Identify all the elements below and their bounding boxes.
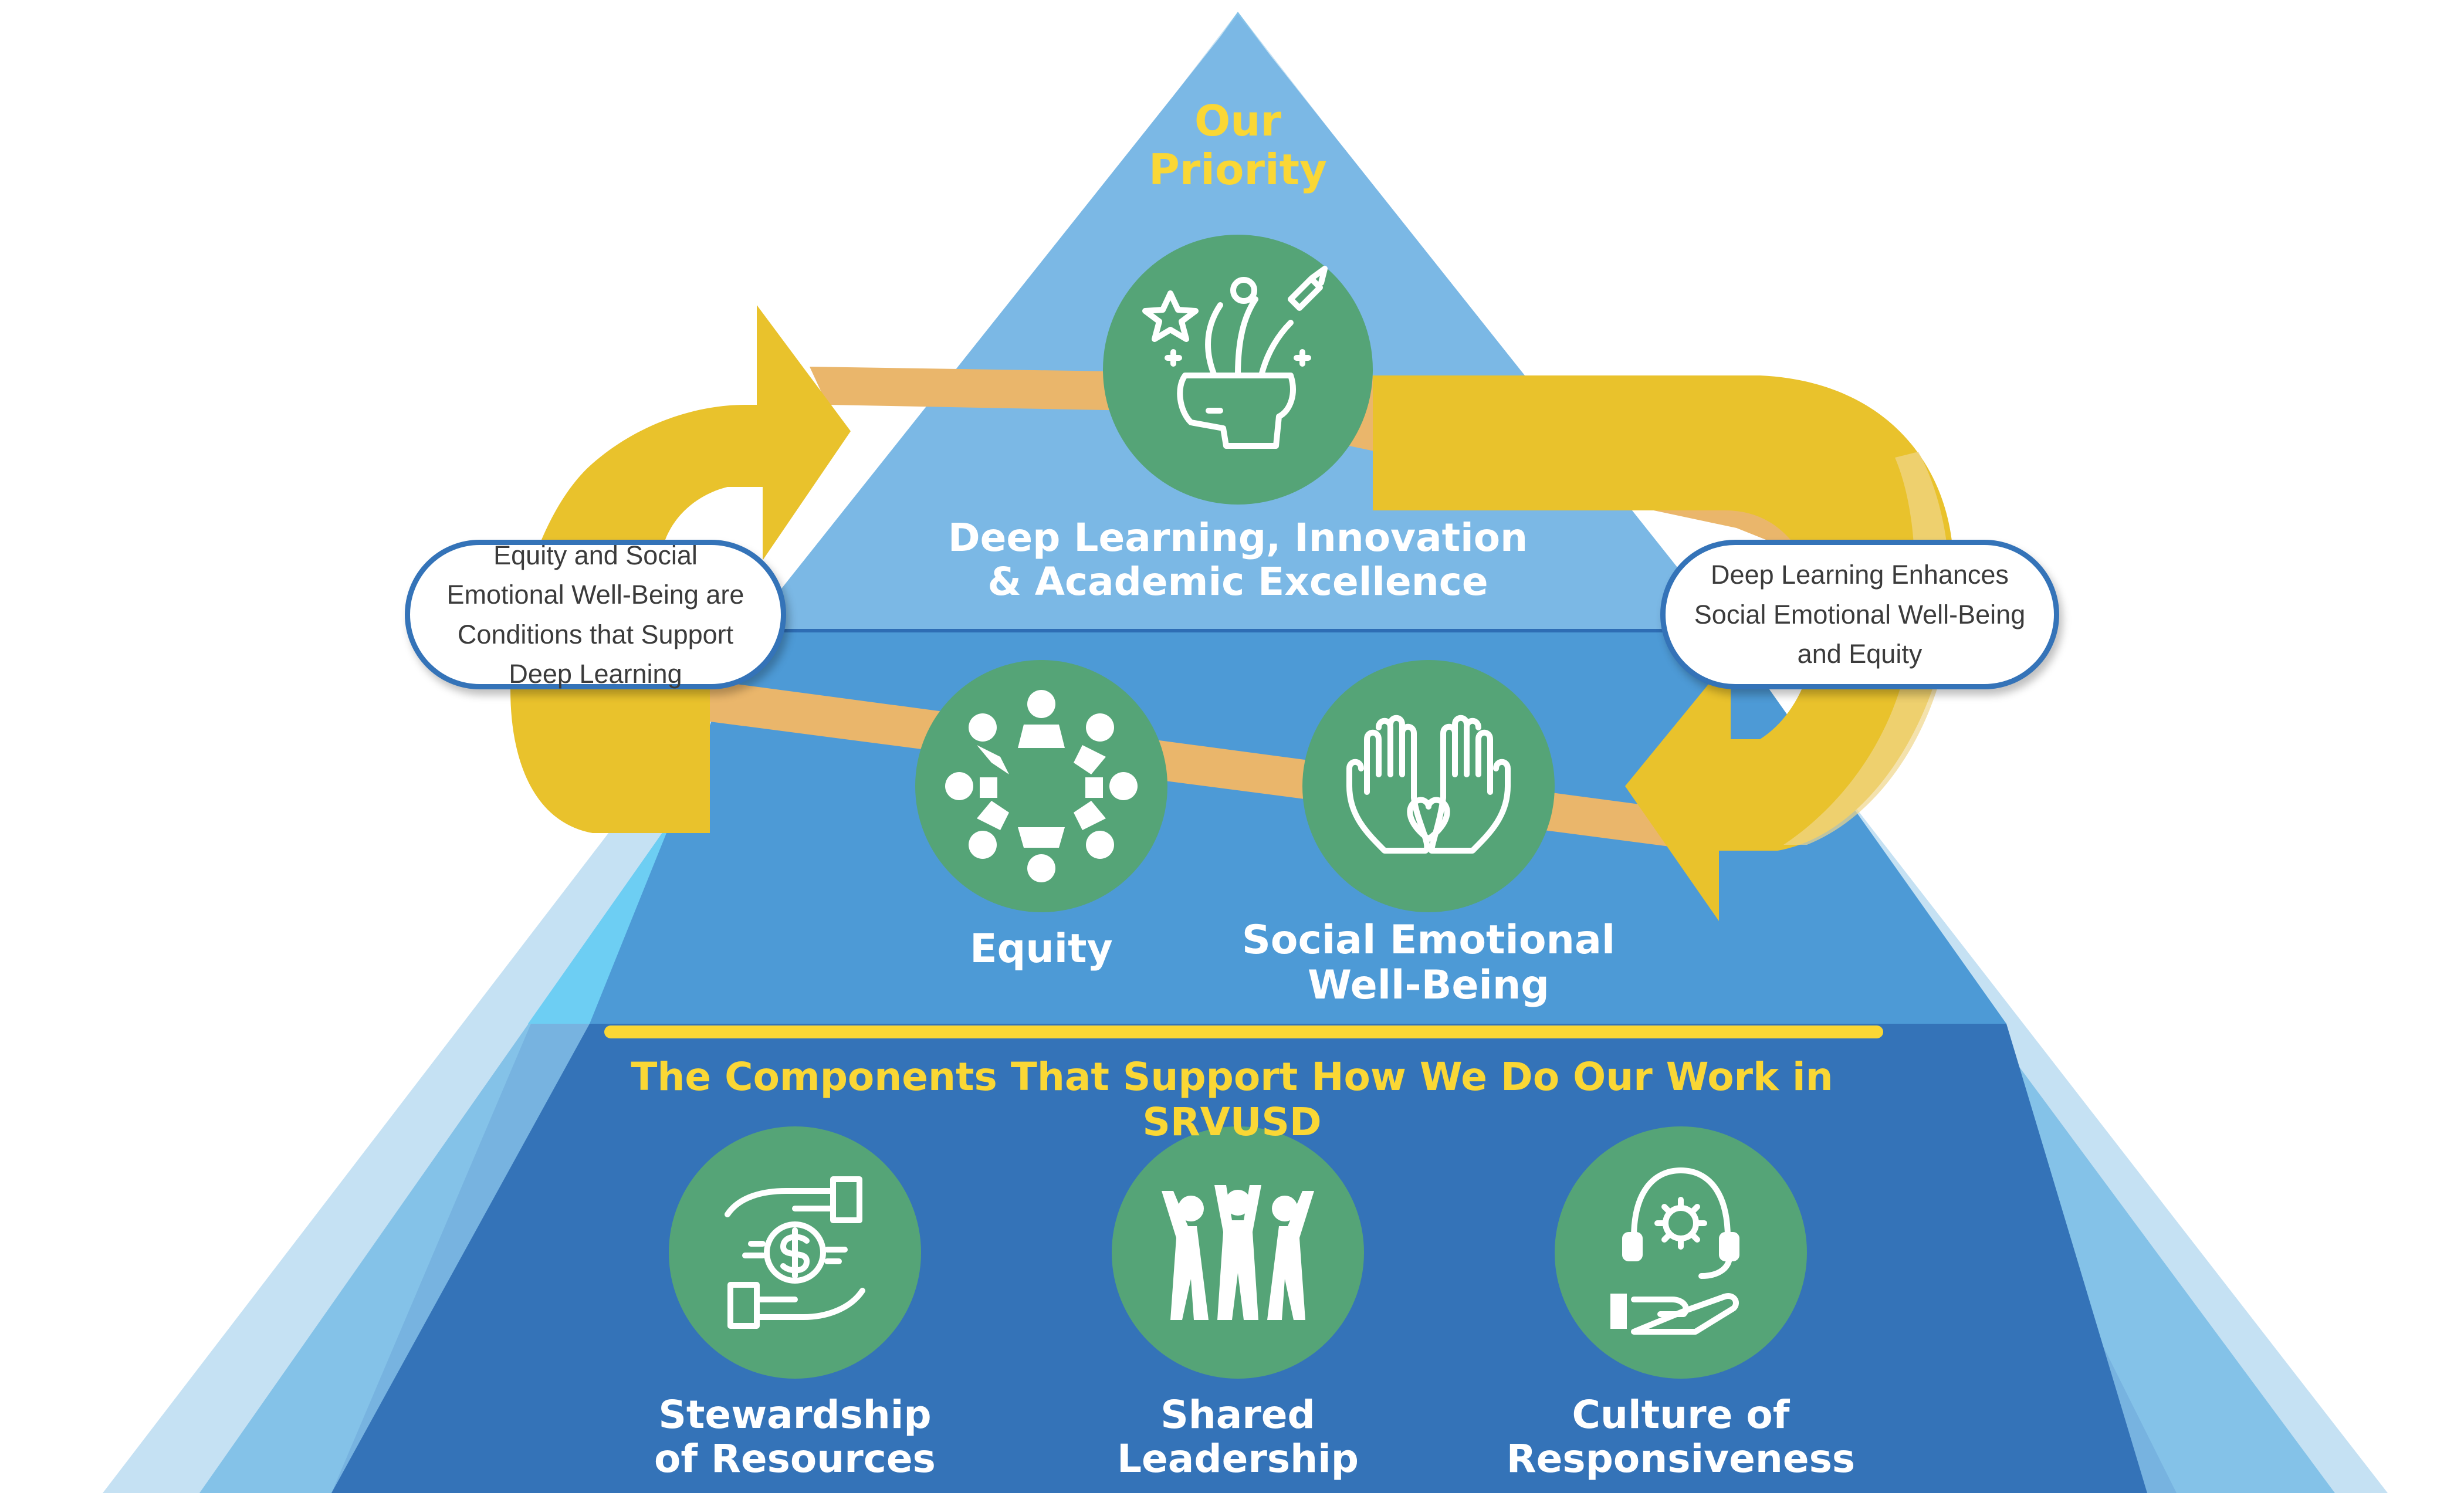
component-label-shared-leadership: Shared Leadership (1116, 1392, 1359, 1481)
hands-heart-icon (1346, 715, 1511, 854)
team-celebrate-icon (1162, 1185, 1314, 1320)
right-arrow-shade (1783, 452, 1950, 845)
headset-gear-hand-circle (1555, 1126, 1807, 1379)
priority-heading: Our Priority (1149, 96, 1327, 194)
left-callout: Equity and Social Emotional Well-Being a… (405, 540, 786, 689)
components-separator (604, 1025, 1883, 1038)
right-cycle-arrow (1373, 375, 1954, 921)
social-emotional-label: Social Emotional Well-Being (1241, 917, 1616, 1008)
money-hands-icon (725, 1176, 865, 1329)
headset-gear-hand-icon (1610, 1167, 1739, 1335)
right-callout: Deep Learning Enhances Social Emotional … (1660, 540, 2059, 689)
left-cycle-arrow (510, 305, 851, 833)
components-heading: The Components That Support How We Do Ou… (631, 1054, 1833, 1145)
people-circle-icon (945, 690, 1138, 882)
equity-label: Equity (970, 926, 1113, 972)
brain-ideas-icon (1142, 266, 1328, 449)
component-label-stewardship: Stewardship of Resources (654, 1392, 936, 1481)
hands-heart-circle (1302, 660, 1555, 912)
component-label-responsiveness: Culture of Responsiveness (1506, 1392, 1856, 1481)
deep-learning-label: Deep Learning, Innovation & Academic Exc… (947, 515, 1528, 604)
